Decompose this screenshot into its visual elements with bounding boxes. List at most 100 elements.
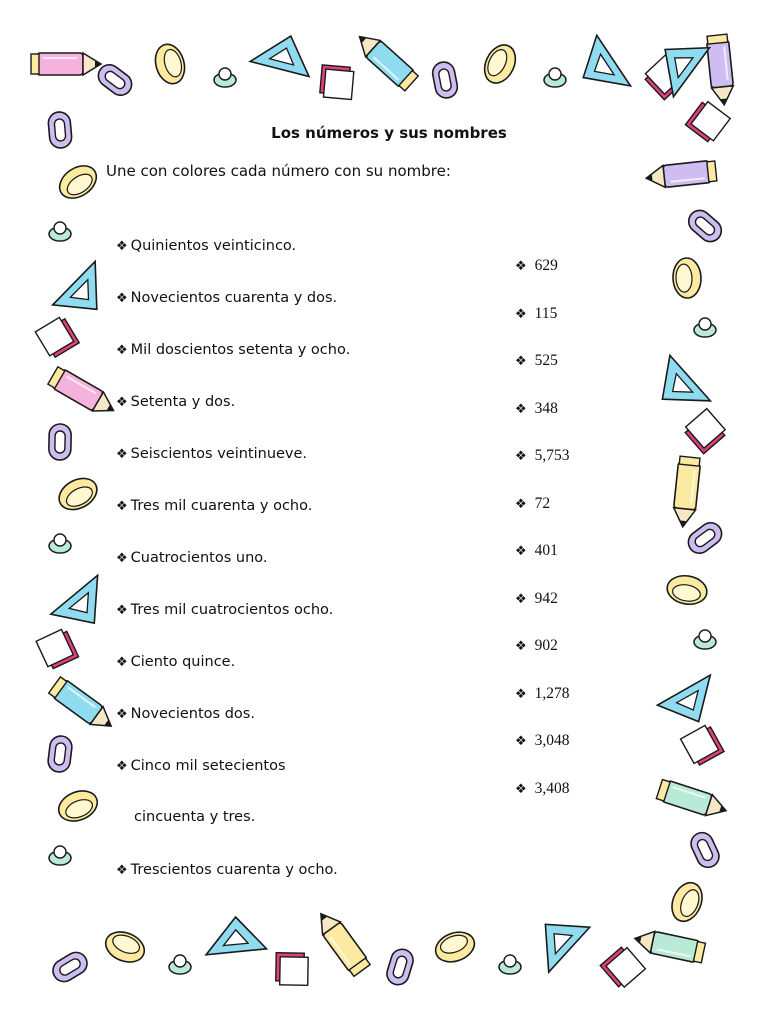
list-item: ❖Cuatrocientos uno. xyxy=(116,548,476,600)
name-text: Tres mil cuarenta y ocho. xyxy=(130,498,313,514)
eraser-icon xyxy=(104,931,146,963)
name-text: Novecientos dos. xyxy=(130,706,255,722)
number-item: ❖1,278 xyxy=(515,684,635,732)
number-text: 401 xyxy=(534,542,558,559)
instruction-text: Une con colores cada número con su nombr… xyxy=(106,162,451,180)
number-text: 3,408 xyxy=(534,779,570,797)
paperclip-icon xyxy=(687,521,723,555)
number-text: 115 xyxy=(534,304,558,322)
eraser-icon xyxy=(154,43,186,85)
number-item: ❖5,753 xyxy=(515,446,635,494)
name-text-continued: cincuenta y tres. xyxy=(134,809,256,825)
ruler-triangle-icon xyxy=(49,573,99,625)
name-text: Cinco mil setecientos xyxy=(130,758,286,774)
thumbtack-icon xyxy=(48,221,72,242)
sticky-note-icon xyxy=(319,64,355,101)
ruler-triangle-icon xyxy=(50,259,98,311)
paperclip-icon xyxy=(431,61,459,99)
name-text: Quinientos veinticinco. xyxy=(130,238,297,254)
sticky-note-icon xyxy=(684,100,732,143)
number-text: 1,278 xyxy=(534,684,570,702)
number-text: 348 xyxy=(534,399,558,417)
number-text: 525 xyxy=(534,352,558,369)
thumbtack-icon xyxy=(48,533,72,554)
list-item: ❖Seiscientos veintinueve. xyxy=(116,444,476,496)
bullet-icon: ❖ xyxy=(116,863,128,878)
pencil-icon xyxy=(633,930,707,964)
names-list: ❖Quinientos veinticinco. ❖Novecientos cu… xyxy=(116,236,476,912)
bullet-icon: ❖ xyxy=(116,499,128,514)
ruler-triangle-icon xyxy=(204,915,269,956)
bullet-icon: ❖ xyxy=(116,447,128,462)
list-item: ❖Quinientos veinticinco. xyxy=(116,236,476,288)
pencil-icon xyxy=(655,778,728,817)
ruler-triangle-icon xyxy=(582,33,633,88)
bullet-icon: ❖ xyxy=(515,590,527,606)
bullet-icon: ❖ xyxy=(515,400,527,416)
bullet-icon: ❖ xyxy=(515,305,527,321)
list-item: ❖Tres mil cuatrocientos ocho. xyxy=(116,600,476,652)
eraser-icon xyxy=(666,574,708,606)
number-text: 3,048 xyxy=(534,732,570,749)
name-text: Tres mil cuatrocientos ocho. xyxy=(130,602,334,618)
bullet-icon: ❖ xyxy=(515,353,527,368)
name-text: Seiscientos veintinueve. xyxy=(130,446,308,462)
bullet-icon: ❖ xyxy=(515,733,527,748)
name-text: Novecientos cuarenta y dos. xyxy=(130,290,338,306)
bullet-icon: ❖ xyxy=(515,448,527,463)
number-item: ❖ 72 xyxy=(515,494,635,542)
thumbtack-icon xyxy=(693,629,717,650)
eraser-icon xyxy=(483,44,517,84)
bullet-icon: ❖ xyxy=(116,551,128,566)
bullet-icon: ❖ xyxy=(116,343,128,358)
ruler-triangle-icon xyxy=(655,673,712,723)
pencil-icon xyxy=(706,33,735,107)
number-item: ❖629 xyxy=(515,256,635,304)
bullet-icon: ❖ xyxy=(116,291,128,306)
name-text: Ciento quince. xyxy=(130,654,236,670)
paperclip-icon xyxy=(97,63,133,97)
bullet-icon: ❖ xyxy=(116,239,128,254)
sticky-note-icon xyxy=(275,952,309,987)
list-item: ❖Novecientos dos. xyxy=(116,704,476,756)
pencil-icon xyxy=(644,160,718,189)
bullet-icon: ❖ xyxy=(116,395,128,410)
ruler-triangle-icon xyxy=(661,353,713,402)
number-item: ❖902 xyxy=(515,636,635,684)
sticky-note-icon xyxy=(34,316,81,359)
ruler-triangle-icon xyxy=(544,923,592,975)
name-text: Trescientos cuarenta y ocho. xyxy=(130,862,338,878)
number-text: 72 xyxy=(534,494,551,512)
pencil-icon xyxy=(30,51,103,77)
pencil-icon xyxy=(46,365,115,412)
name-text: Cuatrocientos uno. xyxy=(130,550,268,566)
bullet-icon: ❖ xyxy=(515,638,527,653)
bullet-icon: ❖ xyxy=(515,780,527,796)
number-item: ❖ 115 xyxy=(515,304,635,352)
number-item: ❖ 401 xyxy=(515,541,635,589)
number-item: ❖ 3,048 xyxy=(515,731,635,779)
pencil-icon xyxy=(320,912,372,978)
bullet-icon: ❖ xyxy=(515,495,527,511)
pencil-icon xyxy=(358,35,420,92)
bullet-icon: ❖ xyxy=(116,603,128,618)
eraser-icon xyxy=(57,790,99,822)
name-text: Setenta y dos. xyxy=(130,394,236,410)
paperclip-icon xyxy=(687,209,723,243)
bullet-icon: ❖ xyxy=(116,655,128,670)
name-text: Mil doscientos setenta y ocho. xyxy=(130,342,351,358)
pencil-icon xyxy=(672,455,701,529)
bullet-icon: ❖ xyxy=(116,759,128,774)
sticky-note-icon xyxy=(599,946,647,989)
eraser-icon xyxy=(671,881,703,923)
bullet-icon: ❖ xyxy=(515,543,527,558)
number-item: ❖ 525 xyxy=(515,351,635,399)
eraser-icon xyxy=(434,931,476,963)
list-item: ❖Mil doscientos setenta y ocho. xyxy=(116,340,476,392)
paperclip-icon xyxy=(48,423,72,461)
number-item: ❖ 3,408 xyxy=(515,779,635,827)
pencil-icon xyxy=(47,675,113,727)
ruler-triangle-icon xyxy=(664,46,712,99)
numbers-list: ❖629 ❖115 ❖525 ❖348 ❖5,753 ❖72 ❖401 ❖942… xyxy=(515,256,635,826)
